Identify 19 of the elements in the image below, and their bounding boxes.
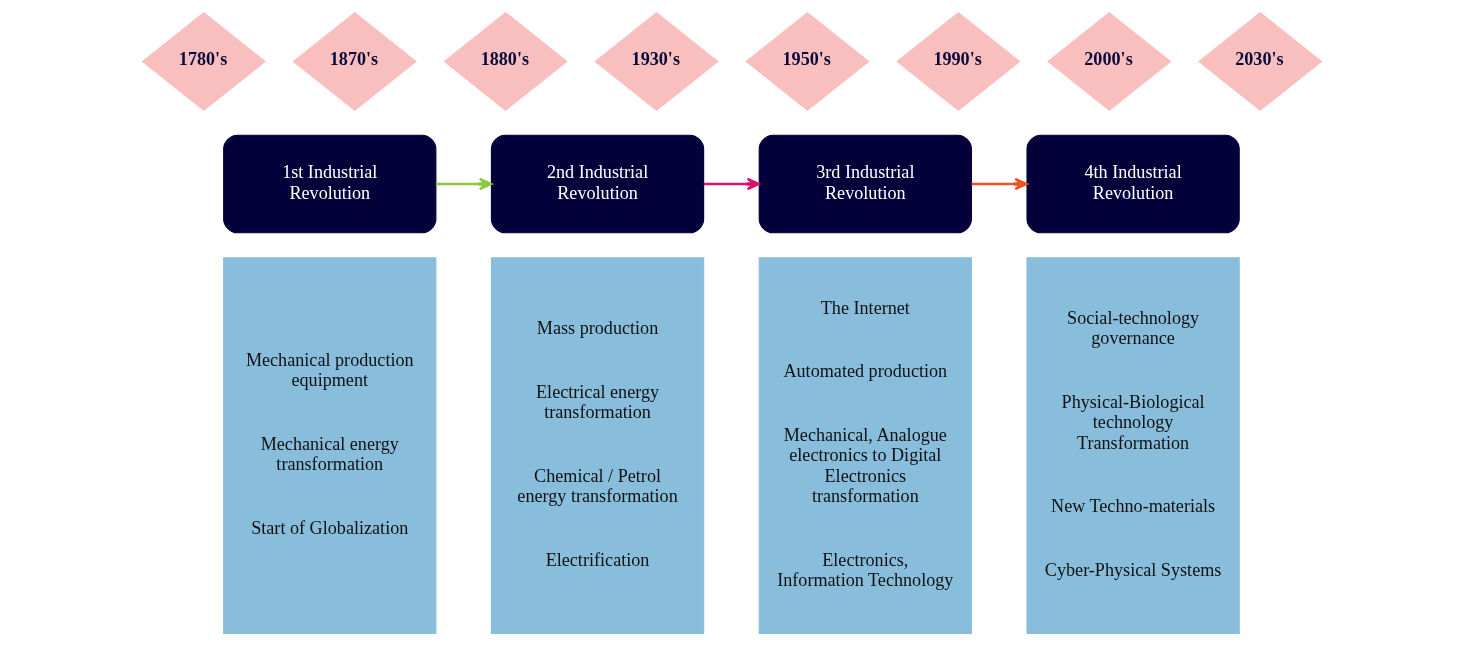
node-box: Mass production Electrical energy transformation Chemical / Petrol energy transformation Electrification (490, 257, 705, 634)
node-diamond: 1780's (141, 11, 266, 111)
node-box: 4th Industrial Revolution (1026, 134, 1240, 234)
node-box: Mechanical production equipment Mechanical energy transformation Start of Globalization (223, 257, 437, 634)
node-diamond: 1880's (443, 11, 568, 111)
node-diamond: 1930's (594, 11, 719, 111)
node-box: Social-technology governance Physical-Biological technology Transformation New Techno-materials Cyber-Physical Systems (1026, 257, 1240, 634)
arrow (703, 177, 761, 191)
node-box: The Internet Automated production Mechanical, Analogue electronics to Digital Electronics transformation Electronics, Information Technology (758, 257, 972, 634)
arrow (435, 177, 493, 191)
arrow (971, 177, 1028, 191)
node-box: 3rd Industrial Revolution (758, 134, 972, 234)
node-diamond: 2000's (1047, 11, 1172, 111)
node-diamond: 1950's (745, 11, 870, 111)
node-diamond: 2030's (1198, 11, 1323, 111)
node-diamond: 1990's (896, 11, 1021, 111)
node-box: 2nd Industrial Revolution (490, 134, 705, 234)
node-diamond: 1870's (292, 11, 417, 111)
node-box: 1st Industrial Revolution (223, 134, 437, 234)
